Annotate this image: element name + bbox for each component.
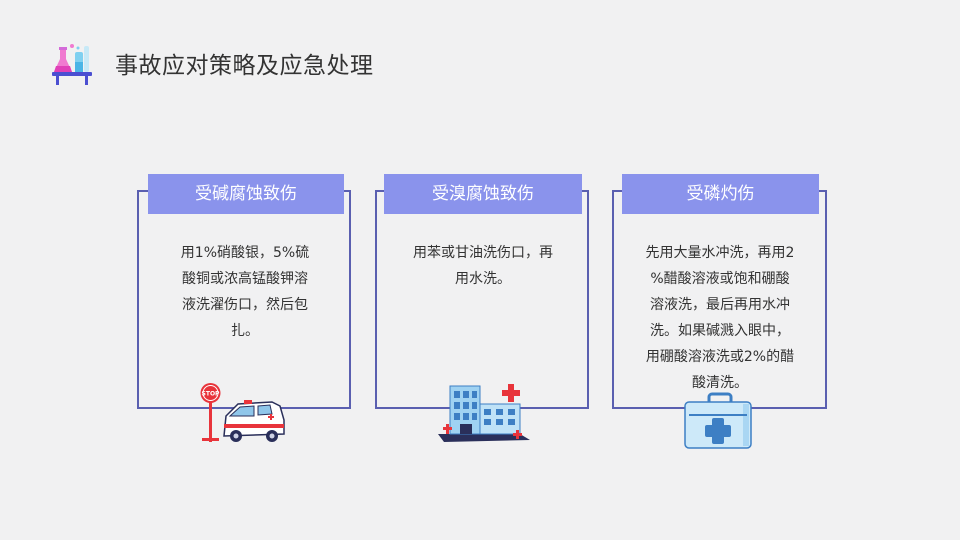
text-line: 溶液洗，最后再用水冲 xyxy=(650,297,790,313)
card-text-alkali: 用1%硝酸银，5%硫 酸铜或浓高锰酸钾溶 液洗濯伤口，然后包 扎。 xyxy=(165,240,325,344)
ambulance-icon: STOP xyxy=(200,383,285,442)
card-heading-phosphorus: 受磷灼伤 xyxy=(622,174,819,214)
first-aid-kit-icon xyxy=(684,392,752,449)
svg-text:STOP: STOP xyxy=(202,391,221,398)
card-heading-bromine: 受溴腐蚀致伤 xyxy=(384,174,582,214)
text-line: 洗。如果碱溅入眼中， xyxy=(650,323,790,339)
text-line: %醋酸溶液或饱和硼酸 xyxy=(650,271,790,287)
text-line: 用1%硝酸银，5%硫 xyxy=(180,245,310,261)
card-bromine xyxy=(375,190,589,409)
hospital-icon xyxy=(438,384,530,442)
text-line: 扎。 xyxy=(231,323,259,339)
text-line: 酸清洗。 xyxy=(692,375,748,391)
text-line: 先用大量水冲洗，再用2 xyxy=(645,245,795,261)
card-text-phosphorus: 先用大量水冲洗，再用2 %醋酸溶液或饱和硼酸 溶液洗，最后再用水冲 洗。如果碱溅… xyxy=(628,240,812,396)
text-line: 液洗濯伤口，然后包 xyxy=(182,297,308,313)
text-line: 酸铜或浓高锰酸钾溶 xyxy=(182,271,308,287)
card-text-bromine: 用苯或甘油洗伤口，再 用水洗。 xyxy=(398,240,568,292)
page-title: 事故应对策略及应急处理 xyxy=(115,53,374,79)
text-line: 用苯或甘油洗伤口，再 xyxy=(413,245,553,261)
stop-sign-icon: STOP xyxy=(200,383,221,442)
text-line: 用硼酸溶液洗或2%的醋 xyxy=(645,349,795,365)
card-heading-alkali: 受碱腐蚀致伤 xyxy=(148,174,344,214)
text-line: 用水洗。 xyxy=(455,271,511,287)
lab-flask-icon xyxy=(52,44,92,85)
